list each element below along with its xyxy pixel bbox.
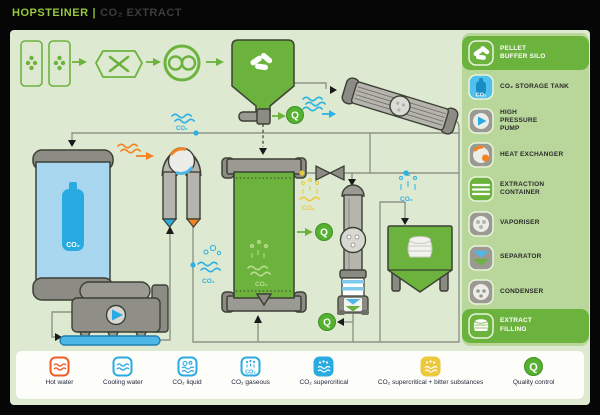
legend-label: HIGH PRESSURE PUMP [500,109,537,134]
svg-text:Q: Q [291,111,299,122]
product-name: CO₂ EXTRACT [100,7,182,19]
vaporiser-column [340,185,366,278]
flow-item-co2-liquid: CO₂ liquid [172,356,201,386]
co2-storage-tank-icon: CO₂ [468,74,494,100]
flow-item-co2-supercritical: CO₂ supercritical [300,356,349,386]
flow-item-co2-gaseous: CO₂ CO₂ gaseous [231,356,270,386]
hammer-mill [96,51,142,77]
flow-label: CO₂ gaseous [231,379,270,386]
cooling-water-icon [112,356,133,377]
legend-row-extraction-container: EXTRACTION CONTAINER [462,172,589,206]
co2-return-marks: CO₂ [172,114,194,132]
co2-gaseous-label: CO₂ [400,196,413,203]
diagram-canvas: CO₂ [10,30,590,405]
legend-row-pellet-buffer-silo: PELLET BUFFER SILO [462,36,589,70]
quality-marker: Q [316,224,333,241]
separator-icon [468,245,494,271]
legend-label: CONDENSER [500,288,543,296]
title-divider: | [93,7,97,19]
co2-gaseous-marks: CO₂ [400,173,417,204]
hop-cone-icon [26,56,65,70]
expansion-valve [316,166,344,180]
svg-text:Q: Q [529,362,538,374]
svg-text:Q: Q [323,318,331,329]
heat-exchanger-icon [468,142,494,168]
extraction-container: CO₂ [222,158,306,312]
svg-text:CO₂: CO₂ [245,370,256,376]
legend-row-co2-storage-tank: CO₂ CO₂ STORAGE TANK [462,70,589,104]
brand-name: HOPSTEINER [12,7,89,19]
legend-row-high-pressure-pump: HIGH PRESSURE PUMP [462,104,589,138]
extract-filling-icon [468,313,494,339]
legend-label: EXTRACTION CONTAINER [500,181,544,198]
legend-label: HEAT EXCHANGER [500,151,563,159]
legend-label: CO₂ STORAGE TANK [500,83,569,91]
co2-bottle-icon [62,182,84,251]
co2-bitter-marks: CO₂ [300,179,319,213]
extraction-container-icon [468,176,494,202]
hot-water-flow [118,144,154,160]
co2-liquid-icon [177,356,198,377]
flow-label: Hot water [46,379,74,386]
co2-supercritical-bitter-icon [420,356,441,377]
condenser [341,77,460,136]
flow-label: CO₂ liquid [172,379,201,386]
flow-item-cooling-water: Cooling water [103,356,143,386]
tank-co2-label: CO₂ [66,242,80,249]
cooling-water-flow [303,97,336,118]
co2-bitter-label: CO₂ [302,205,315,212]
legend-row-extract-filling: EXTRACT FILLING [462,309,589,343]
legend-label: PELLET BUFFER SILO [500,45,546,62]
separator-unit [337,278,369,315]
legend-row-vaporiser: VAPORISER [462,207,589,241]
legend-row-heat-exchanger: HEAT EXCHANGER [462,138,589,172]
legend-row-separator: SEPARATOR [462,241,589,275]
pellet-buffer-silo [232,40,294,124]
flow-item-hot-water: Hot water [46,356,74,386]
equipment-legend: PELLET BUFFER SILO CO₂ CO₂ STORAGE TANK … [462,33,589,346]
quality-control-icon: Q [523,356,544,377]
co2-gaseous-icon: CO₂ [240,356,261,377]
extract-barrel-icon [408,237,432,258]
pellet-press [165,46,199,80]
flow-label: Cooling water [103,379,143,386]
co2-storage-tank: CO₂ [33,150,113,300]
pellet-buffer-silo-icon [468,40,494,66]
vaporiser-icon [468,211,494,237]
legend-label: EXTRACT FILLING [500,317,532,334]
condenser-icon [468,279,494,305]
flow-item-quality-control: Q Quality control [513,356,555,386]
co2-supercritical-icon [313,356,334,377]
high-pressure-pump-icon [468,108,494,134]
legend-row-condenser: CONDENSER [462,275,589,309]
co2-return-label: CO₂ [176,126,188,132]
page-title: HOPSTEINER |CO₂ EXTRACT [12,7,182,19]
quality-marker: Q [287,107,304,124]
crossed-hammers-icon [110,57,128,71]
hot-water-icon [49,356,70,377]
co2-liquid-label: CO₂ [202,278,215,285]
flow-label: CO₂ supercritical + bitter substances [378,379,483,386]
svg-text:Q: Q [320,228,328,239]
co2-liquid-marks: CO₂ [198,245,221,285]
legend-label: SEPARATOR [500,253,542,261]
svg-text:CO₂: CO₂ [476,93,487,99]
flow-label: CO₂ supercritical [300,379,349,386]
flow-legend: Hot water Cooling water CO₂ liquid [16,351,584,399]
flow-item-co2-supercritical-bitter: CO₂ supercritical + bitter substances [378,356,483,386]
extractor-co2-label: CO₂ [255,281,268,288]
hop-bales [21,41,70,86]
quality-marker: Q [319,314,336,331]
extract-filling-hopper [388,226,452,292]
legend-label: VAPORISER [500,219,540,227]
flow-label: Quality control [513,379,555,386]
heat-exchanger [163,148,200,227]
